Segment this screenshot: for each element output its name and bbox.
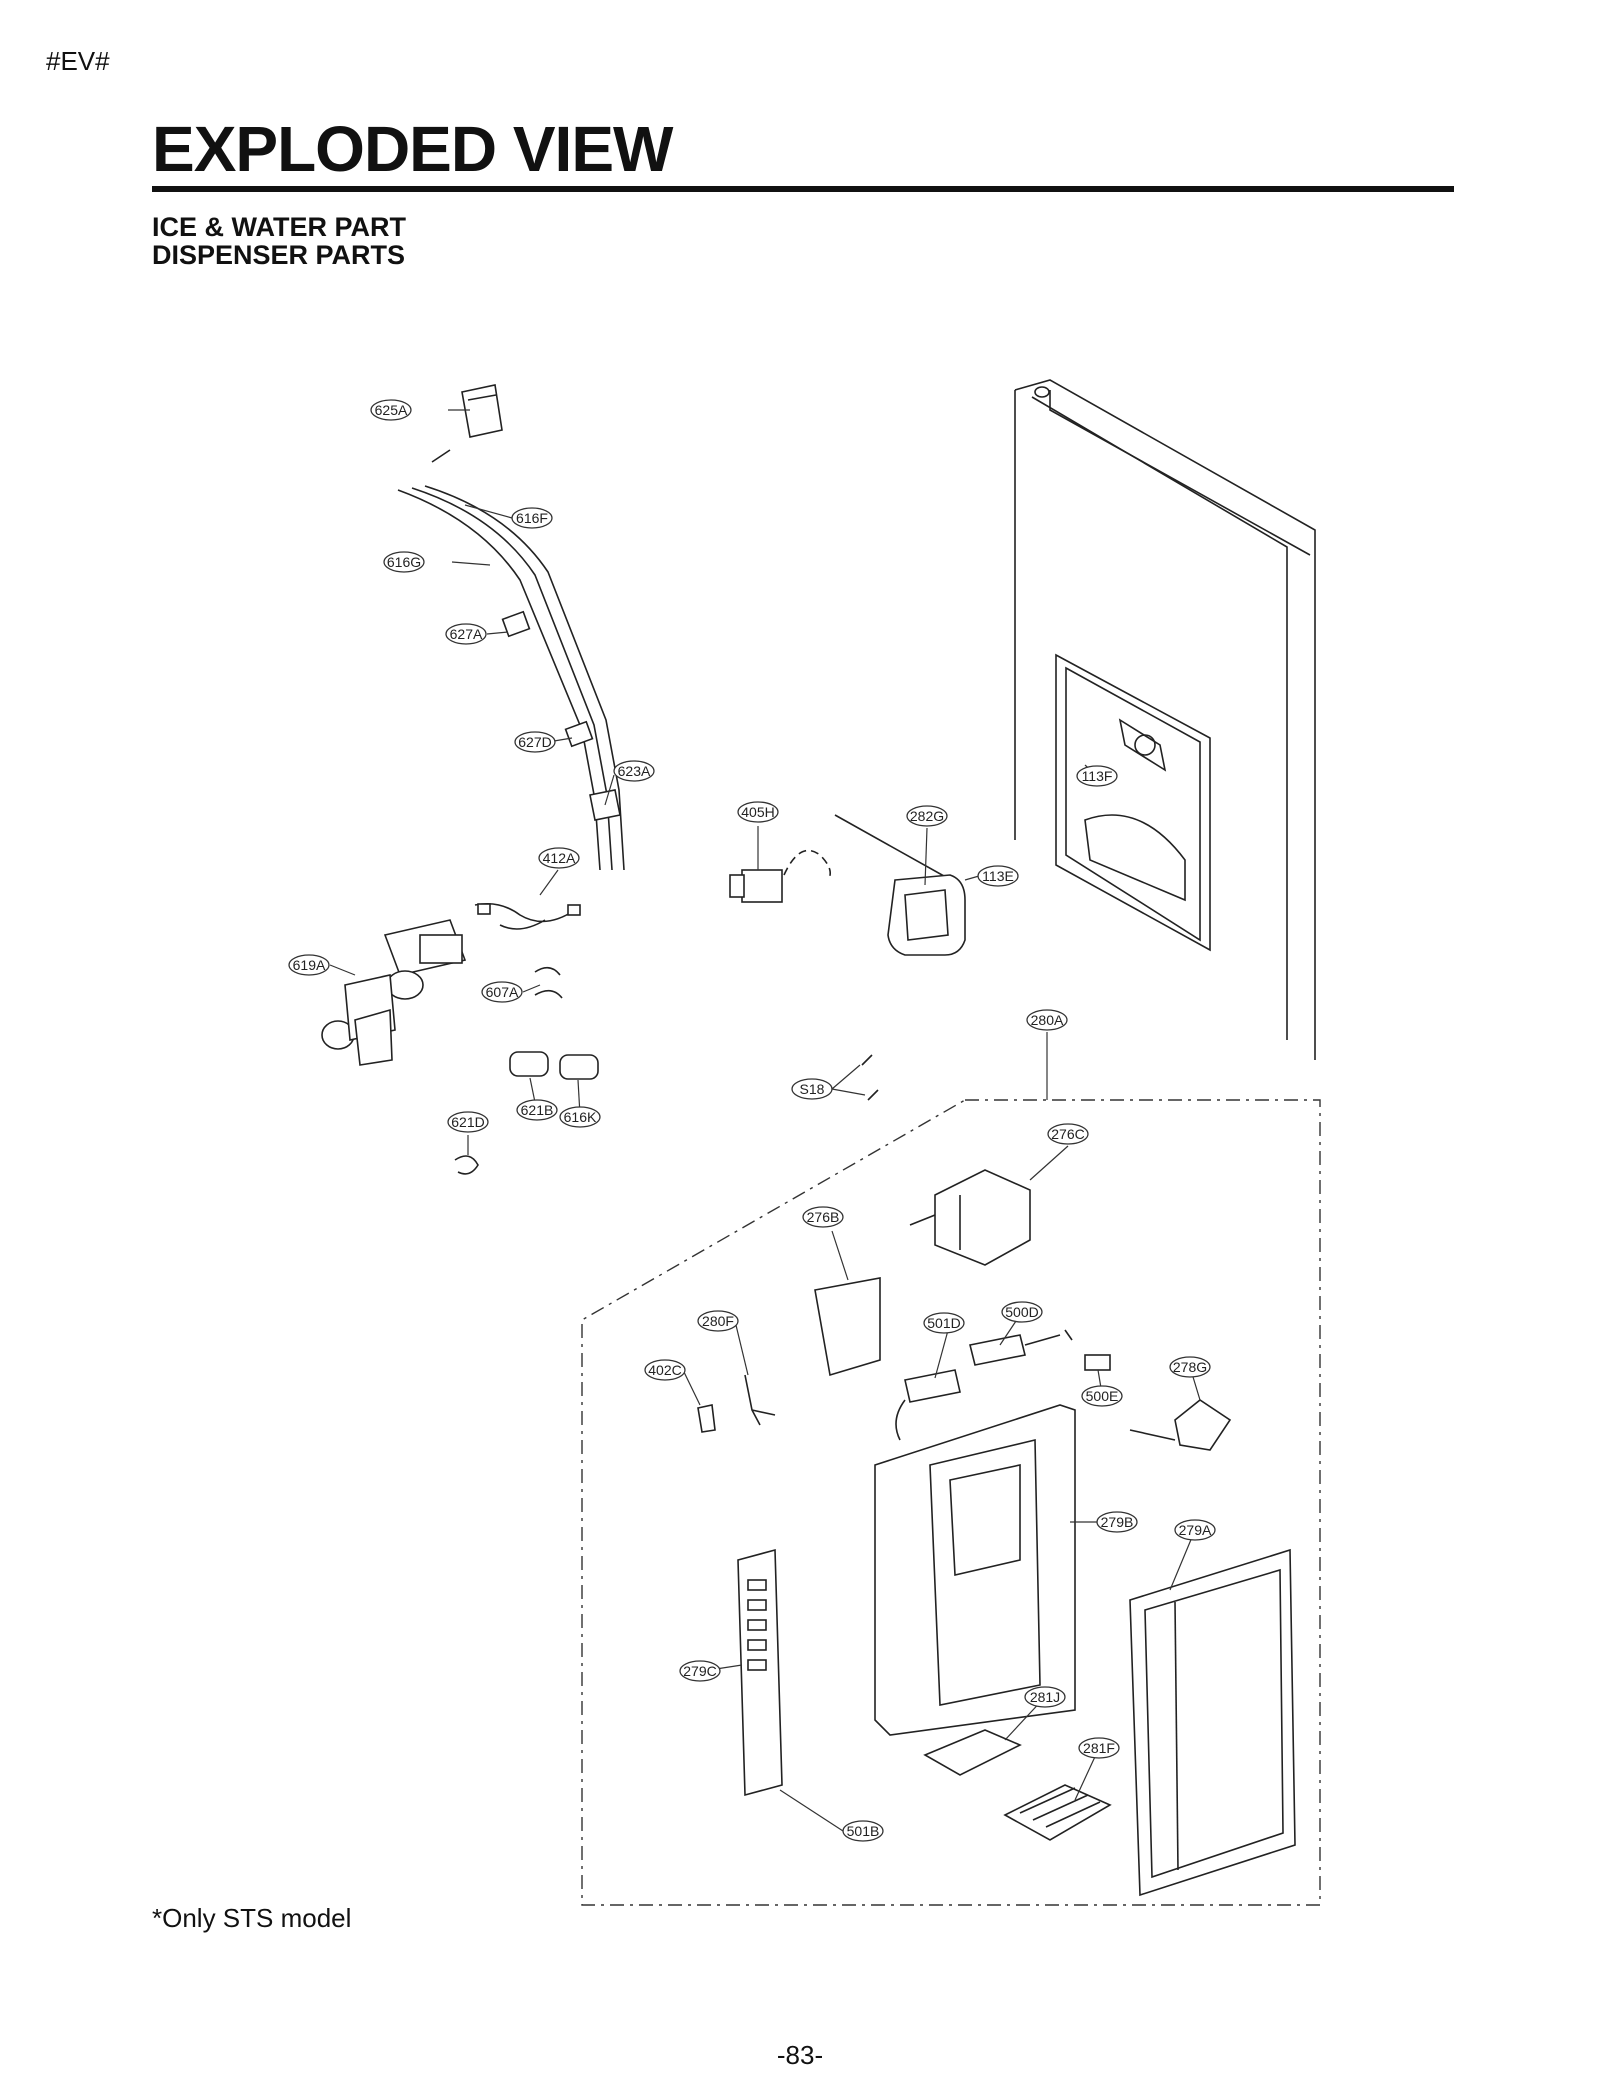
callout-label: 616K <box>559 1106 601 1128</box>
callout-label: 616G <box>383 551 425 573</box>
callout-label: 278G <box>1169 1356 1211 1378</box>
svg-text:621B: 621B <box>521 1102 554 1118</box>
part-282g <box>834 814 966 956</box>
callout-label: 280A <box>1026 1009 1068 1031</box>
callout-label: 279B <box>1096 1511 1138 1533</box>
svg-text:279C: 279C <box>683 1663 716 1679</box>
section-subtitle: DISPENSER PARTS <box>152 240 406 270</box>
svg-text:616F: 616F <box>516 510 548 526</box>
svg-text:276C: 276C <box>1051 1126 1084 1142</box>
svg-text:280F: 280F <box>702 1313 734 1329</box>
callout-label: 607A <box>481 981 523 1003</box>
svg-text:405H: 405H <box>741 804 774 820</box>
part-278g <box>1129 1399 1232 1451</box>
callout-label: 621D <box>447 1111 489 1133</box>
callout-label: 500D <box>1001 1301 1043 1323</box>
svg-text:279B: 279B <box>1101 1514 1134 1530</box>
part-279a <box>1129 1548 1296 1897</box>
part-s18 <box>861 1054 879 1101</box>
callout-label: 282G <box>906 805 948 827</box>
page-number: -83- <box>776 2040 824 2070</box>
callout-label: 501D <box>923 1312 965 1334</box>
svg-text:500D: 500D <box>1005 1304 1038 1320</box>
footnote: *Only STS model <box>152 1903 352 1933</box>
svg-text:500E: 500E <box>1086 1388 1119 1404</box>
callout-labels: 625A 616F 616G 627A 627D 623A 412A 619A … <box>288 399 1216 1842</box>
title-rule <box>152 186 1454 192</box>
svg-text:279A: 279A <box>1179 1522 1212 1538</box>
part-280f <box>744 1374 776 1426</box>
page-tag: #EV# <box>46 46 110 76</box>
callout-label: 500E <box>1081 1385 1123 1407</box>
callout-label: 501B <box>842 1820 884 1842</box>
callout-label: 621B <box>516 1099 558 1121</box>
part-625a <box>431 384 503 463</box>
callout-label: 623A <box>613 760 655 782</box>
callout-label: 627D <box>514 731 556 753</box>
callout-label: 281J <box>1024 1686 1066 1708</box>
svg-text:281J: 281J <box>1030 1689 1060 1705</box>
svg-text:113E: 113E <box>982 868 1014 884</box>
callout-label: 627A <box>445 623 487 645</box>
page-title: EXPLODED VIEW <box>152 113 673 185</box>
part-607a <box>534 966 563 999</box>
callout-label: 616F <box>511 507 553 529</box>
svg-text:276B: 276B <box>807 1209 840 1225</box>
svg-text:627D: 627D <box>518 734 551 750</box>
svg-text:619A: 619A <box>293 957 326 973</box>
svg-text:621D: 621D <box>451 1114 484 1130</box>
part-616k <box>559 1054 599 1080</box>
svg-text:501B: 501B <box>847 1823 880 1839</box>
part-501d <box>904 1369 961 1403</box>
part-279b <box>874 1404 1076 1736</box>
svg-text:113F: 113F <box>1082 768 1113 784</box>
callout-label: 279C <box>679 1660 721 1682</box>
svg-text:501D: 501D <box>927 1315 960 1331</box>
part-281j <box>923 1729 1022 1776</box>
callout-label: 281F <box>1078 1737 1120 1759</box>
callout-label: 276B <box>802 1206 844 1228</box>
callout-label: 412A <box>538 847 580 869</box>
door-panel <box>1014 379 1316 1060</box>
svg-text:402C: 402C <box>648 1362 681 1378</box>
part-500d <box>969 1334 1026 1366</box>
svg-text:616G: 616G <box>387 554 421 570</box>
svg-text:282G: 282G <box>910 808 944 824</box>
part-405h <box>729 849 831 903</box>
callout-label: 405H <box>737 801 779 823</box>
callout-label: 279A <box>1174 1519 1216 1541</box>
svg-text:280A: 280A <box>1031 1012 1064 1028</box>
part-621b <box>509 1051 549 1077</box>
callout-label: 113E <box>977 865 1019 887</box>
part-621d <box>454 1155 479 1175</box>
part-500e <box>1084 1354 1111 1371</box>
part-402c <box>697 1404 716 1433</box>
svg-text:412A: 412A <box>543 850 576 866</box>
part-281f <box>1003 1784 1112 1841</box>
part-619a <box>321 919 467 1066</box>
dispenser-assembly-outline <box>581 1099 1321 1906</box>
svg-text:607A: 607A <box>486 984 519 1000</box>
svg-text:278G: 278G <box>1173 1359 1207 1375</box>
section-subtitle: ICE & WATER PART <box>152 212 406 242</box>
part-279c <box>737 1548 783 1797</box>
svg-text:281F: 281F <box>1083 1740 1115 1756</box>
callout-label: 619A <box>288 954 330 976</box>
callout-label: 280F <box>697 1310 739 1332</box>
svg-text:623A: 623A <box>618 763 651 779</box>
part-276b <box>814 1277 881 1377</box>
callout-label: S18 <box>791 1078 833 1100</box>
callout-label: 113F <box>1076 765 1118 787</box>
water-tubes <box>397 485 625 871</box>
callout-label: 402C <box>644 1359 686 1381</box>
callout-label: 625A <box>370 399 412 421</box>
svg-text:625A: 625A <box>375 402 408 418</box>
callout-label: 276C <box>1047 1123 1089 1145</box>
svg-text:627A: 627A <box>450 626 483 642</box>
svg-text:S18: S18 <box>800 1081 825 1097</box>
svg-text:616K: 616K <box>564 1109 597 1125</box>
part-276c <box>909 1169 1031 1266</box>
